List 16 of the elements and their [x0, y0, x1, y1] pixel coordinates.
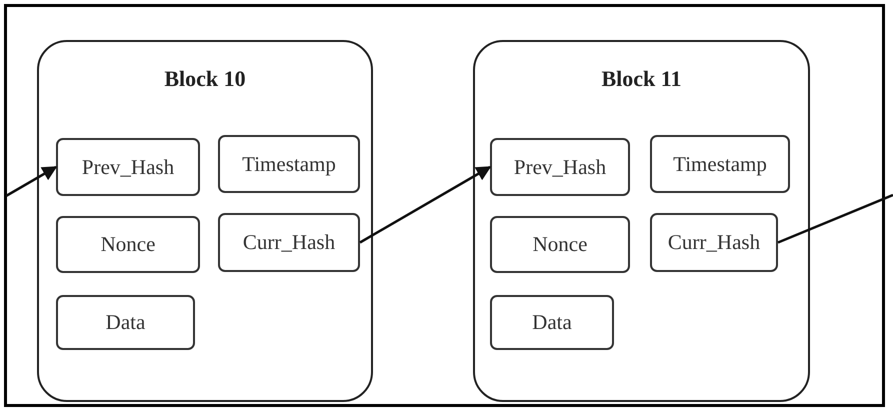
block-container [37, 40, 373, 402]
block-container [473, 40, 810, 402]
arrow [359, 166, 492, 244]
field-box: Timestamp [650, 135, 790, 193]
block-title: Block 10 [163, 66, 247, 92]
arrow [5, 166, 58, 198]
field-box: Curr_Hash [218, 213, 360, 272]
field-box: Timestamp [218, 135, 360, 193]
field-box: Nonce [490, 216, 630, 273]
field-box: Data [56, 295, 195, 350]
block-title: Block 11 [600, 66, 683, 92]
field-box: Nonce [56, 216, 200, 273]
field-box: Curr_Hash [650, 213, 778, 272]
field-box: Prev_Hash [56, 138, 200, 196]
field-box: Data [490, 295, 614, 350]
field-box: Prev_Hash [490, 138, 630, 196]
